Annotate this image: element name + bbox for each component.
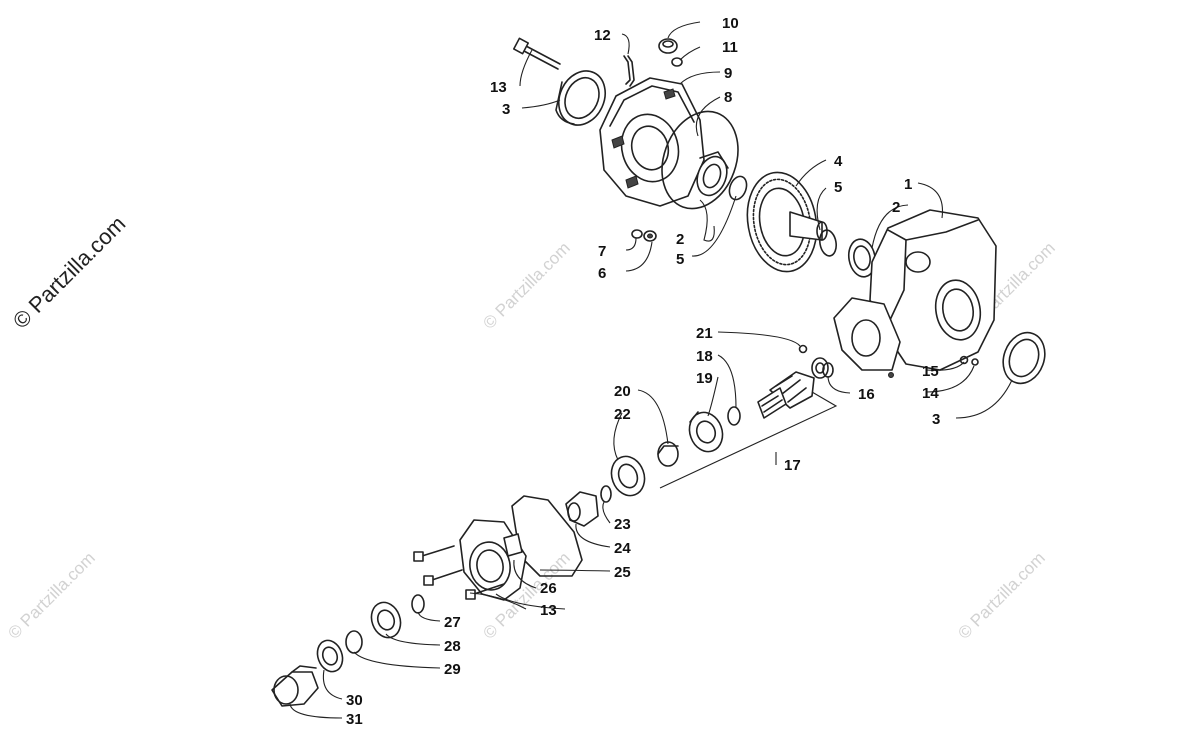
- callout-label: 27: [444, 614, 461, 631]
- snap-ring-18: [727, 406, 741, 426]
- callout-label: 3: [502, 101, 510, 118]
- bolt-13-lower-1: [413, 545, 455, 562]
- seal-30: [316, 639, 344, 673]
- callout-label: 21: [696, 325, 713, 342]
- callout-label: 13: [490, 79, 507, 96]
- washer-7: [631, 229, 643, 239]
- watermark: © Partzilla.com: [479, 238, 573, 332]
- callout-labels: 1 2 2 3 3 4 5 5 6 7 8 9 10 11 12 13 13 1…: [346, 15, 940, 728]
- callout-label: 30: [346, 692, 363, 709]
- callout-label: 25: [614, 564, 631, 581]
- callout-label: 22: [614, 406, 631, 423]
- cover-housing-9: [599, 77, 705, 207]
- bearing-28: [370, 601, 402, 639]
- callout-label: 15: [922, 363, 939, 380]
- washer-15: [959, 355, 969, 365]
- o-ring-8: [661, 110, 739, 210]
- callout-label: 29: [444, 661, 461, 678]
- shim-5-lower: [819, 229, 837, 257]
- pinion-housing-26: [459, 519, 527, 601]
- pinion-gear: [757, 371, 815, 419]
- callout-label: 2: [676, 231, 684, 248]
- gear-housing-1: [833, 209, 997, 378]
- leader-lines: [289, 21, 1013, 719]
- bearing-2-lower: [847, 238, 877, 278]
- callout-label: 10: [722, 15, 739, 32]
- callout-label: 9: [724, 65, 732, 82]
- callout-label: 19: [696, 370, 713, 387]
- bolt-13-lower-3: [465, 583, 505, 600]
- callout-label: 11: [722, 39, 738, 56]
- ring-gear-4: [746, 171, 828, 273]
- callout-label: 16: [858, 386, 875, 403]
- bearing-19: [688, 411, 724, 453]
- snap-ring-29: [345, 630, 363, 654]
- o-ring-11: [671, 57, 683, 67]
- nut-6: [643, 230, 657, 242]
- bracket-17: [659, 391, 838, 489]
- oil-seal-3-top: [555, 70, 606, 126]
- callout-label: 12: [594, 27, 611, 44]
- bearing-16: [811, 357, 834, 379]
- bearing-2-upper: [696, 151, 729, 197]
- snap-ring-23: [600, 485, 612, 503]
- breather-tube-12: [623, 55, 631, 85]
- callout-label: 6: [598, 265, 606, 282]
- callout-label: 18: [696, 348, 713, 365]
- callout-label: 8: [724, 89, 732, 106]
- oil-seal-3-right: [1002, 331, 1046, 385]
- callout-label: 24: [614, 540, 631, 557]
- callout-label: 5: [834, 179, 842, 196]
- callout-label: 4: [834, 153, 843, 170]
- cover-assembly: [512, 37, 748, 242]
- cap-10: [658, 38, 678, 54]
- bolt-13-top: [512, 37, 561, 70]
- ball-21: [798, 344, 808, 354]
- callout-label: 23: [614, 516, 631, 533]
- callout-label: 20: [614, 383, 631, 400]
- callout-label: 13: [540, 602, 557, 619]
- bolt-13-lower-2: [423, 569, 463, 586]
- callout-label: 3: [932, 411, 940, 428]
- snap-ring-27: [411, 594, 425, 614]
- copyright-text: © Partzilla.com: [8, 211, 131, 334]
- callout-label: 17: [784, 457, 801, 474]
- callout-label: 26: [540, 580, 557, 597]
- callout-label: 28: [444, 638, 461, 655]
- coupler-24: [565, 491, 599, 527]
- spacer-20: [657, 441, 679, 467]
- gasket-25: [511, 495, 583, 577]
- callout-label: 31: [346, 711, 363, 728]
- callout-label: 14: [922, 385, 939, 402]
- callout-label: 2: [892, 199, 900, 216]
- seal-22: [610, 455, 646, 497]
- watermark: © Partzilla.com: [954, 548, 1048, 642]
- callout-label: 7: [598, 243, 606, 260]
- shim-5-upper: [728, 175, 748, 201]
- screw-14: [971, 358, 979, 366]
- yoke-31: [271, 665, 319, 707]
- callout-label: 1: [904, 176, 912, 193]
- callout-label: 5: [676, 251, 684, 268]
- watermark: © Partzilla.com: [4, 548, 98, 642]
